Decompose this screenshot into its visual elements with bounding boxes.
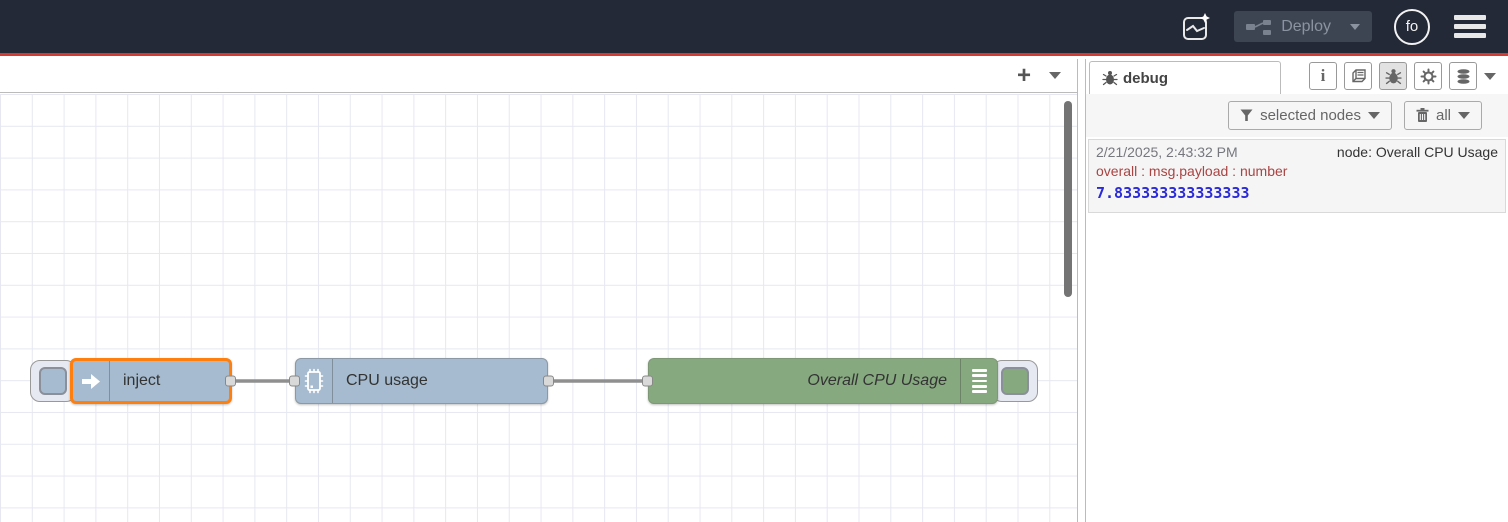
main-area: + inject (0, 59, 1508, 522)
bug-icon (1102, 71, 1118, 86)
user-avatar[interactable]: fo (1394, 8, 1430, 45)
node-cpu-usage[interactable]: CPU usage (289, 358, 554, 404)
flow-tabbar: + (0, 59, 1077, 93)
debug-message-list: 2/21/2025, 2:43:32 PM node: Overall CPU … (1086, 137, 1508, 522)
input-port[interactable] (289, 375, 300, 387)
debug-toolbar: selected nodes all (1086, 94, 1508, 137)
debug-message-value[interactable]: 7.833333333333333 (1096, 184, 1250, 202)
config-nodes-tab-button[interactable] (1414, 62, 1442, 90)
clear-label: all (1435, 107, 1451, 124)
tab-debug-label: debug (1123, 69, 1168, 87)
cpu-chip-icon (304, 368, 324, 394)
debug-message-meta: 2/21/2025, 2:43:32 PM node: Overall CPU … (1096, 144, 1498, 160)
debug-tab-button[interactable] (1379, 62, 1407, 90)
trash-icon (1416, 108, 1429, 122)
canvas-vertical-scrollbar[interactable] (1064, 101, 1072, 297)
database-icon (1457, 68, 1469, 84)
debug-lines-icon (971, 369, 987, 393)
deploy-flow-icon (1246, 19, 1272, 35)
clear-caret-icon (1458, 112, 1470, 119)
main-menu-button[interactable] (1452, 11, 1488, 42)
book-icon (1351, 69, 1366, 83)
input-port[interactable] (642, 375, 653, 387)
node-inject[interactable]: inject (70, 358, 236, 404)
debug-toggle-button[interactable] (992, 360, 1038, 402)
node-debug-overall-cpu[interactable]: Overall CPU Usage (642, 358, 998, 404)
debug-message-timestamp: 2/21/2025, 2:43:32 PM (1096, 144, 1238, 160)
avatar-initials: fo (1405, 18, 1419, 35)
menu-bar (1454, 24, 1486, 29)
inject-trigger-button[interactable] (30, 360, 76, 402)
sidebar-splitter[interactable] (1077, 59, 1086, 522)
sidebar: debug i (1086, 59, 1508, 522)
deploy-caret-icon[interactable] (1350, 23, 1360, 30)
debug-message-property: overall : msg.payload : number (1096, 163, 1288, 179)
inject-trigger-inner (39, 367, 67, 395)
workspace: + inject (0, 59, 1077, 522)
info-icon: i (1320, 66, 1326, 85)
node-label: CPU usage (346, 372, 428, 389)
inject-arrow-icon (82, 374, 100, 389)
sidebar-tabs: debug i (1086, 59, 1508, 94)
ai-flow-icon[interactable] (1180, 11, 1212, 43)
filter-label: selected nodes (1260, 107, 1361, 124)
filter-funnel-icon (1240, 109, 1253, 121)
menu-bar (1454, 33, 1486, 38)
bug-icon (1384, 68, 1402, 84)
tab-debug[interactable]: debug (1089, 61, 1281, 94)
menu-bar (1454, 15, 1486, 20)
output-port[interactable] (543, 375, 554, 387)
cpu-icon-shank (296, 359, 333, 403)
deploy-label: Deploy (1281, 17, 1331, 35)
debug-message[interactable]: 2/21/2025, 2:43:32 PM node: Overall CPU … (1088, 139, 1506, 213)
sidebar-menu-caret-icon[interactable] (1484, 72, 1496, 80)
debug-clear-button[interactable]: all (1403, 101, 1482, 130)
deploy-button[interactable]: Deploy (1234, 11, 1372, 42)
debug-message-node[interactable]: node: Overall CPU Usage (1336, 144, 1498, 160)
help-tab-button[interactable] (1344, 62, 1372, 90)
context-data-tab-button[interactable] (1449, 62, 1477, 90)
flow-canvas[interactable]: inject CPU usage (0, 94, 1077, 522)
node-label: Overall CPU Usage (807, 372, 947, 389)
add-flow-button[interactable]: + (1016, 61, 1031, 89)
inject-icon-shank (73, 361, 110, 401)
header-bar: Deploy fo (0, 0, 1508, 56)
gear-icon (1420, 68, 1436, 84)
debug-icon-shank (960, 359, 997, 403)
wires-layer (232, 379, 654, 383)
debug-filter-button[interactable]: selected nodes (1228, 101, 1392, 130)
filter-caret-icon (1367, 112, 1380, 119)
info-tab-button[interactable]: i (1309, 62, 1337, 90)
sidebar-tab-actions: i (1309, 62, 1496, 90)
output-port[interactable] (225, 375, 236, 387)
debug-toggle-inner (1001, 367, 1029, 395)
flow-list-caret-icon[interactable] (1049, 72, 1061, 79)
node-label: inject (123, 372, 161, 389)
